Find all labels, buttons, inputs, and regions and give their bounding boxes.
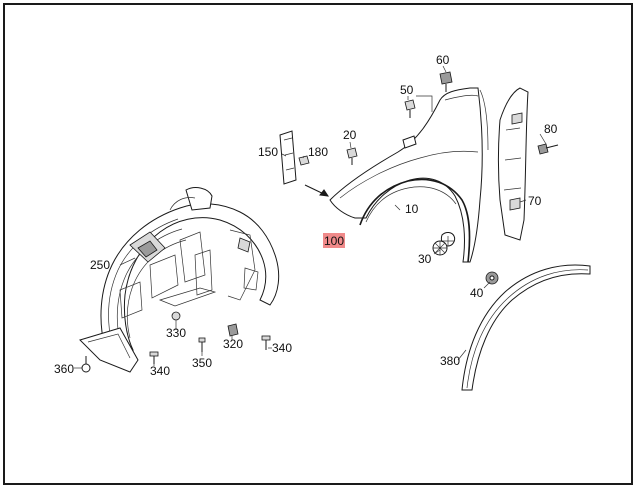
bracket-150[interactable]	[279, 130, 297, 185]
bracket-70[interactable]	[498, 87, 529, 241]
callout-180[interactable]: 180	[308, 145, 328, 159]
callout-20[interactable]: 20	[343, 128, 357, 142]
screw-350[interactable]	[198, 337, 206, 352]
diagram-border	[3, 3, 633, 485]
clip-20[interactable]	[346, 147, 358, 165]
callout-100[interactable]: 100	[324, 234, 344, 248]
callout-40[interactable]: 40	[470, 286, 484, 300]
clip-330[interactable]	[171, 311, 181, 326]
clip-360[interactable]	[81, 356, 91, 373]
clip-60[interactable]	[439, 71, 453, 92]
callout-60[interactable]: 60	[436, 53, 450, 67]
callout-10[interactable]: 10	[405, 202, 419, 216]
clip-50[interactable]	[404, 99, 416, 118]
callout-340-right[interactable]: 340	[272, 341, 292, 355]
callout-80[interactable]: 80	[544, 122, 558, 136]
wheel-arch-trim[interactable]	[461, 264, 591, 391]
callout-330[interactable]: 330	[166, 326, 186, 340]
clip-30[interactable]	[432, 240, 448, 256]
screw-340-left[interactable]	[149, 351, 159, 364]
callout-380[interactable]: 380	[440, 354, 460, 368]
callout-340-left[interactable]: 340	[150, 364, 170, 378]
screw-80[interactable]	[537, 143, 559, 155]
callout-labels: 60 50 80 20 150 180 70 10 100 250 30 40 …	[54, 53, 558, 378]
nut-40[interactable]	[485, 271, 499, 285]
front-fender[interactable]	[329, 87, 489, 263]
leader-lines	[74, 65, 547, 369]
callout-150[interactable]: 150	[258, 145, 278, 159]
callout-70[interactable]: 70	[528, 194, 542, 208]
nut-320[interactable]	[227, 323, 239, 337]
callout-50[interactable]: 50	[400, 83, 414, 97]
arrow-pointer	[304, 184, 330, 197]
clip-180[interactable]	[298, 155, 310, 166]
callout-320[interactable]: 320	[223, 337, 243, 351]
wheel-arch-liner[interactable]	[79, 187, 280, 373]
callout-360[interactable]: 360	[54, 362, 74, 376]
callout-30[interactable]: 30	[418, 252, 432, 266]
screw-340-right[interactable]	[261, 335, 271, 350]
callout-250[interactable]: 250	[90, 258, 110, 272]
callout-350[interactable]: 350	[192, 356, 212, 370]
highlight-100-box	[323, 233, 345, 248]
